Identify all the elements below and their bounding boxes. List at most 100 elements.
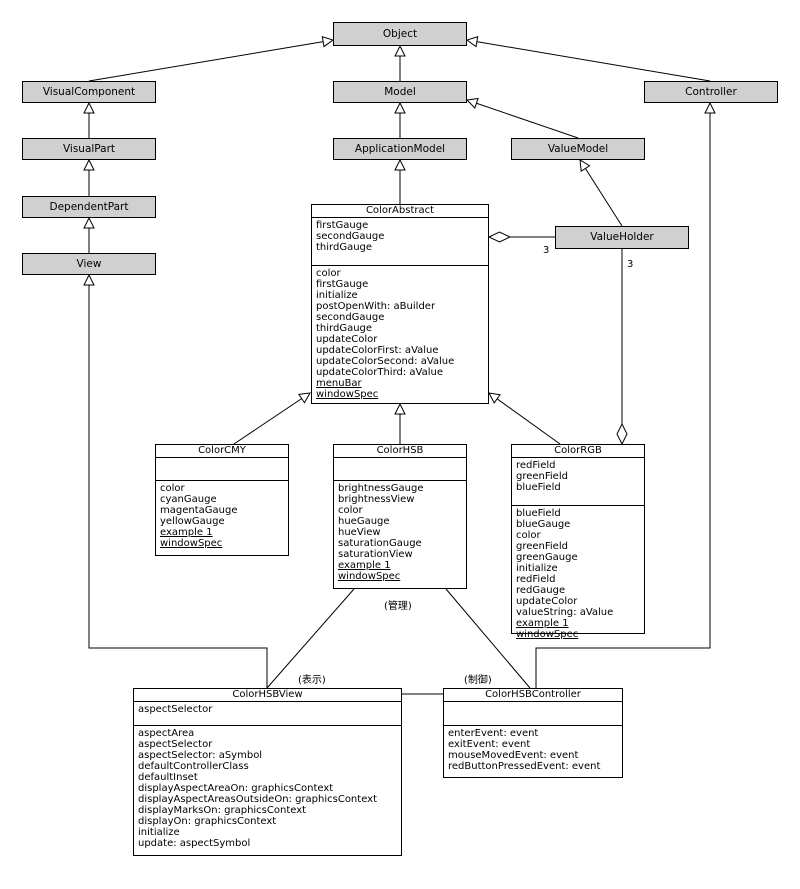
multiplicity-label: 3 — [543, 245, 550, 256]
method: aspectArea — [138, 728, 195, 739]
method: greenField — [516, 541, 568, 552]
methods-section: brightnessGauge brightnessView color hue… — [334, 481, 466, 584]
method: updateColorSecond: aValue — [316, 356, 455, 367]
attribute: greenField — [516, 471, 568, 482]
methods-section: color cyanGauge magentaGauge yellowGauge… — [156, 481, 288, 551]
class-model[interactable]: Model — [333, 81, 467, 103]
method: aspectSelector — [138, 739, 213, 750]
method: color — [338, 505, 363, 516]
method: initialize — [316, 290, 358, 301]
inherit-colorhsbview-view — [89, 275, 268, 688]
class-name: ColorRGB — [512, 445, 644, 458]
attributes-section — [334, 458, 466, 481]
association-label-control: (制御) — [464, 675, 492, 686]
method: updateColor — [316, 334, 378, 345]
method: displayMarksOn: graphicsContext — [138, 805, 307, 816]
method: aspectSelector: aSymbol — [138, 750, 263, 761]
inherit-valueholder-valuemodel — [580, 160, 623, 227]
method: color — [160, 483, 185, 494]
class-colorhsbview[interactable]: ColorHSBView aspectSelector aspectArea a… — [133, 688, 402, 856]
class-colorhsb[interactable]: ColorHSB brightnessGauge brightnessView … — [333, 444, 467, 589]
class-controller[interactable]: Controller — [644, 81, 778, 103]
class-dependentpart[interactable]: DependentPart — [22, 196, 156, 218]
aggregation-diamond-colorrgb — [616, 422, 628, 446]
class-method: example 1 — [338, 560, 391, 571]
method: updateColorThird: aValue — [316, 367, 443, 378]
class-valuemodel[interactable]: ValueModel — [511, 138, 645, 160]
method: greenGauge — [516, 552, 578, 563]
class-name: ValueHolder — [590, 231, 654, 243]
class-visualpart[interactable]: VisualPart — [22, 138, 156, 160]
method: valueString: aValue — [516, 607, 614, 618]
class-colorrgb[interactable]: ColorRGB redField greenField blueField b… — [511, 444, 645, 640]
attribute: redField — [516, 460, 556, 471]
method: hueView — [338, 527, 381, 538]
method: enterEvent: event — [448, 728, 539, 739]
method: saturationGauge — [338, 538, 422, 549]
method: firstGauge — [316, 279, 369, 290]
class-method: windowSpec — [338, 571, 401, 582]
method: update: aspectSymbol — [138, 838, 251, 849]
class-name: Model — [384, 85, 416, 98]
method: updateColorFirst: aValue — [316, 345, 439, 356]
methods-section: enterEvent: event exitEvent: event mouse… — [444, 726, 622, 774]
class-name: ColorCMY — [156, 445, 288, 458]
attributes-section: aspectSelector — [134, 702, 401, 726]
method: mouseMovedEvent: event — [448, 750, 579, 761]
inherit-controller-object — [467, 40, 711, 82]
class-colorhsbcontroller[interactable]: ColorHSBController enterEvent: event exi… — [443, 688, 623, 778]
aggregation-diamond-colorabstract — [487, 231, 512, 243]
method: displayAspectAreaOn: graphicsContext — [138, 783, 334, 794]
class-method: example 1 — [516, 618, 569, 629]
attribute: aspectSelector — [138, 704, 213, 715]
method: blueField — [516, 508, 561, 519]
class-name: ColorHSBController — [444, 689, 622, 702]
attributes-section — [444, 702, 622, 726]
multiplicity-label: 3 — [627, 259, 634, 270]
methods-section: color firstGauge initialize postOpenWith… — [312, 266, 488, 402]
class-method: windowSpec — [316, 389, 379, 400]
inherit-valuemodel-model — [467, 100, 579, 139]
method: defaultInset — [138, 772, 198, 783]
attribute: secondGauge — [316, 231, 385, 242]
method: brightnessGauge — [338, 483, 424, 494]
attribute: firstGauge — [316, 220, 369, 231]
class-method: example 1 — [160, 527, 213, 538]
class-name: DependentPart — [49, 200, 129, 213]
class-valueholder[interactable]: ValueHolder — [555, 226, 689, 249]
method: postOpenWith: aBuilder — [316, 301, 436, 312]
method: displayAspectAreasOutsideOn: graphicsCon… — [138, 794, 378, 805]
class-name: ColorAbstract — [312, 205, 488, 218]
class-applicationmodel[interactable]: ApplicationModel — [333, 138, 467, 160]
class-name: View — [76, 257, 102, 270]
class-visualcomponent[interactable]: VisualComponent — [22, 81, 156, 103]
method: updateColor — [516, 596, 578, 607]
methods-section: aspectArea aspectSelector aspectSelector… — [134, 726, 401, 851]
method: initialize — [138, 827, 180, 838]
class-name: ValueModel — [547, 142, 609, 155]
attributes-section — [156, 458, 288, 481]
method: hueGauge — [338, 516, 390, 527]
class-view[interactable]: View — [22, 253, 156, 275]
association-manage-view — [266, 588, 355, 689]
method: exitEvent: event — [448, 739, 531, 750]
method: magentaGauge — [160, 505, 238, 516]
attributes-section: firstGauge secondGauge thirdGauge — [312, 218, 488, 266]
association-manage-controller — [445, 588, 531, 689]
class-colorabstract[interactable]: ColorAbstract firstGauge secondGauge thi… — [311, 204, 489, 404]
method: initialize — [516, 563, 558, 574]
method: brightnessView — [338, 494, 415, 505]
inherit-visualcomponent-object — [88, 40, 333, 82]
method: redField — [516, 574, 556, 585]
class-name: Controller — [685, 85, 737, 98]
attributes-section: redField greenField blueField — [512, 458, 644, 506]
class-object[interactable]: Object — [333, 22, 467, 46]
method: blueGauge — [516, 519, 571, 530]
class-name: ColorHSBView — [134, 689, 401, 702]
class-name: VisualComponent — [42, 85, 136, 98]
class-name: ColorHSB — [334, 445, 466, 458]
class-colorcmy[interactable]: ColorCMY color cyanGauge magentaGauge ye… — [155, 444, 289, 556]
methods-section: blueField blueGauge color greenField gre… — [512, 506, 644, 642]
association-label-manage: (管理) — [384, 601, 412, 612]
